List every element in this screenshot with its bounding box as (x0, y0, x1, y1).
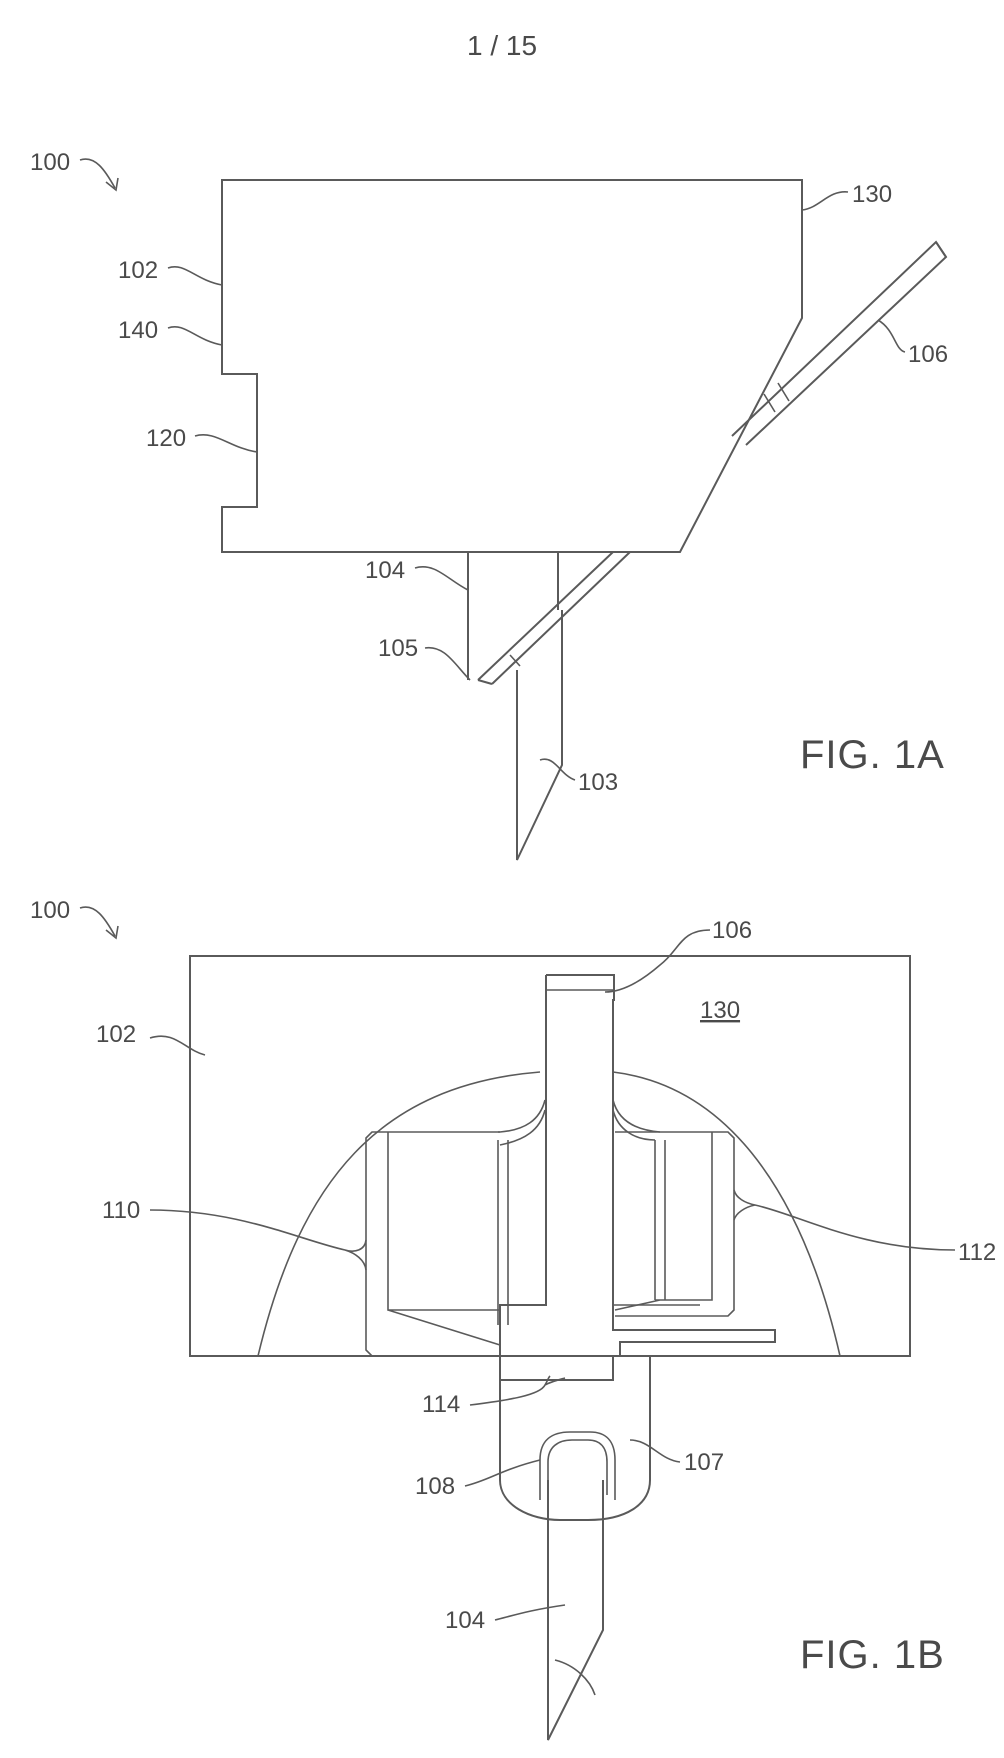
leader-100-arrow (105, 177, 119, 192)
leader-100b (79, 906, 116, 937)
left-clip-frame (365, 1131, 500, 1357)
catheter-hub-107 (499, 1356, 651, 1521)
ref-105: 105 (378, 635, 418, 662)
central-cross-body (499, 1120, 776, 1381)
ref-102: 102 (118, 257, 158, 284)
leader-106 (877, 319, 906, 353)
leader-114 (469, 1375, 566, 1406)
ref-104b: 104 (445, 1607, 485, 1634)
left-clip-inner (387, 1132, 501, 1346)
right-clip-fillet (612, 1099, 661, 1141)
ref-114: 114 (422, 1391, 460, 1418)
ref-110: 110 (102, 1197, 140, 1224)
right-clip-inner (614, 1132, 713, 1311)
figure-1b-caption: FIG. 1B (800, 1633, 945, 1677)
page-number: 1 / 15 (467, 30, 537, 61)
leader-108 (464, 1459, 541, 1487)
tube-upper-mark-1 (763, 393, 776, 413)
right-clip-frame (615, 1131, 735, 1317)
ref-102b: 102 (96, 1021, 136, 1048)
housing-body-outline (221, 179, 803, 553)
ref-130: 130 (852, 181, 892, 208)
hub-window-inner (547, 1439, 608, 1495)
tube-vertical (545, 974, 615, 1120)
ref-103: 103 (578, 769, 618, 796)
ref-104: 104 (365, 557, 405, 584)
leader-130 (801, 191, 849, 211)
ref-106b: 106 (712, 917, 752, 944)
leader-110 (149, 1209, 367, 1271)
leader-102 (167, 266, 223, 286)
ref-108: 108 (415, 1473, 455, 1500)
leader-100b-arrow (105, 925, 119, 940)
leader-104 (414, 566, 469, 591)
needle-104 (547, 1480, 604, 1741)
ref-120: 120 (146, 425, 186, 452)
leader-120 (194, 434, 258, 453)
leader-103 (539, 758, 576, 781)
tube-upper-mark-2 (777, 382, 790, 402)
leader-105 (424, 647, 471, 681)
leader-140 (167, 326, 223, 346)
housing-outline (189, 955, 911, 1357)
ref-107: 107 (684, 1449, 724, 1476)
leader-104b (494, 1604, 566, 1621)
leader-102b (149, 1035, 206, 1056)
tube-lower-end (477, 679, 493, 685)
dome-arc (257, 1071, 841, 1357)
leader-106b (604, 929, 711, 993)
figure-1a-caption: FIG. 1A (800, 733, 945, 777)
needle-outline (516, 610, 563, 861)
ref-100b: 100 (30, 897, 70, 924)
figure-1a: 100 102 140 120 130 106 104 105 103 FIG.… (30, 149, 948, 861)
ref-130b: 130 (700, 997, 740, 1024)
leader-107 (629, 1439, 681, 1463)
ref-106: 106 (908, 341, 948, 368)
leader-112 (733, 1189, 956, 1251)
tube-lower-mark (509, 654, 521, 667)
tube-lower (477, 551, 631, 685)
left-clip-fillet (498, 1099, 546, 1146)
catheter-hub-outline (467, 552, 559, 680)
ref-140: 140 (118, 317, 158, 344)
ref-100: 100 (30, 149, 70, 176)
tube-upper-end (935, 241, 947, 258)
figure-1b: 100 106 130 102 110 112 114 107 108 104 … (30, 897, 996, 1741)
hub-window-108 (539, 1431, 616, 1500)
ref-112: 112 (958, 1239, 996, 1266)
leader-100 (79, 158, 116, 189)
needle-bevel-mark (554, 1659, 596, 1696)
